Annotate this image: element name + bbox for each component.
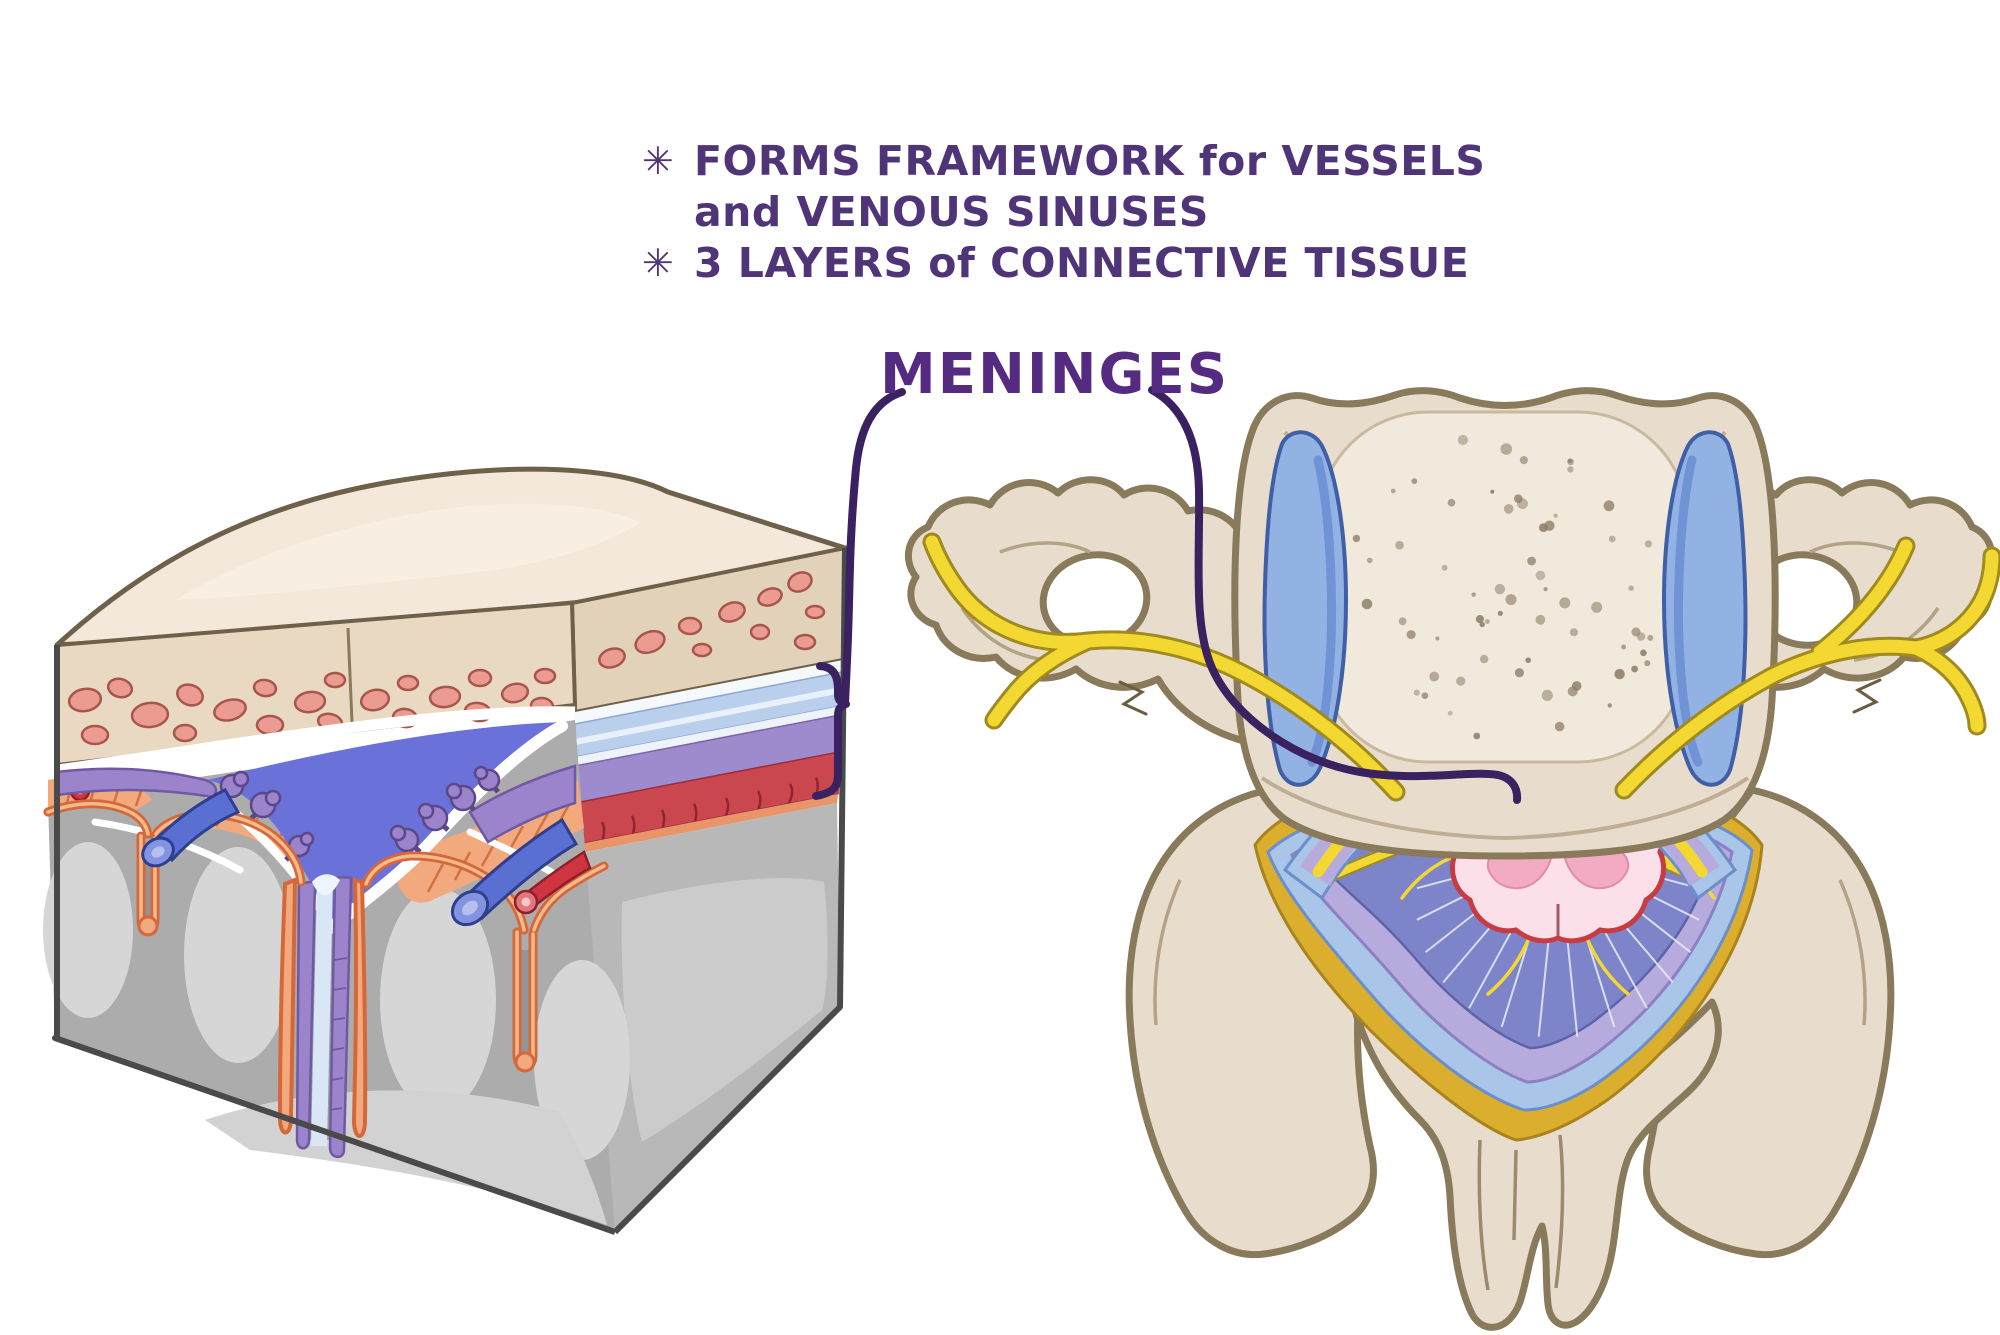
- falx-cerebri: [277, 874, 368, 1159]
- note-text-3: 3 LAYERS of CONNECTIVE TISSUE: [694, 239, 1470, 287]
- artery-tube-right: [518, 850, 592, 910]
- notes-block: ✳ FORMS FRAMEWORK for VESSELS and VENOUS…: [642, 136, 1485, 289]
- note-line-3: ✳ 3 LAYERS of CONNECTIVE TISSUE: [642, 238, 1485, 289]
- skull-meninges-block-illustration: [43, 466, 848, 1235]
- cerebral-vessels: [141, 788, 592, 927]
- vein-tube-right: [459, 817, 579, 921]
- block-left-bottom-edges: [52, 645, 616, 1235]
- skull-suture-line: [346, 627, 354, 723]
- subpial-strip-side: [575, 794, 838, 854]
- pia-wall-right: [351, 877, 368, 1138]
- spinous-groove-lines: [1477, 1134, 1565, 1291]
- meninges-connectors: [812, 386, 1522, 804]
- dura-band-white-stripe: [574, 687, 842, 745]
- skull-top-highlight: [175, 503, 640, 600]
- asterisk-icon: ✳: [642, 241, 675, 285]
- skull-marrow-right: [598, 571, 826, 669]
- periosteum-strip-side: [575, 660, 843, 724]
- falx-apex-gap: [312, 874, 340, 896]
- pia-mater-lines: [43, 799, 609, 1073]
- vertebra-cross-section-illustration: [904, 387, 2000, 1331]
- note-line-2: and VENOUS SINUSES: [642, 187, 1485, 238]
- nerve-cores: [925, 535, 1999, 799]
- spinal-nerves: [922, 532, 2000, 802]
- dura-mater-bands: [55, 764, 577, 844]
- leader-line-to-cord: [1148, 386, 1522, 804]
- meninges-bracket: [812, 662, 850, 800]
- note-text-2: and VENOUS SINUSES: [694, 188, 1209, 236]
- meninges-label: MENINGES: [880, 342, 1230, 407]
- band-gap: [575, 706, 841, 766]
- sulcus-pia-tip: [514, 1051, 536, 1073]
- pia-wall-left: [277, 877, 298, 1135]
- falx-csf-channel: [311, 878, 333, 1146]
- bone-squiggle-marks: [1118, 678, 1882, 716]
- sulcus-pia-tip: [137, 915, 159, 937]
- note-line-1: ✳ FORMS FRAMEWORK for VESSELS: [642, 136, 1485, 187]
- trabecular-speckles: [1352, 434, 1654, 740]
- note-indent: [642, 187, 694, 238]
- brain-side-white-matter: [621, 878, 828, 1142]
- venous-sinus: [208, 722, 562, 925]
- falx-texture: [329, 957, 348, 1111]
- asterisk-icon: ✳: [642, 139, 675, 183]
- block-front-face: [43, 600, 630, 1235]
- periosteal-dura-line: [56, 706, 576, 776]
- falx-leaf-right: [328, 876, 353, 1159]
- note-text-1: FORMS FRAMEWORK for VESSELS: [694, 137, 1486, 185]
- transverse-process-left: [904, 476, 1278, 749]
- vertebral-body: [1231, 387, 1779, 860]
- arachnoid-granulations: [218, 765, 501, 862]
- leader-line-to-block: [841, 388, 906, 707]
